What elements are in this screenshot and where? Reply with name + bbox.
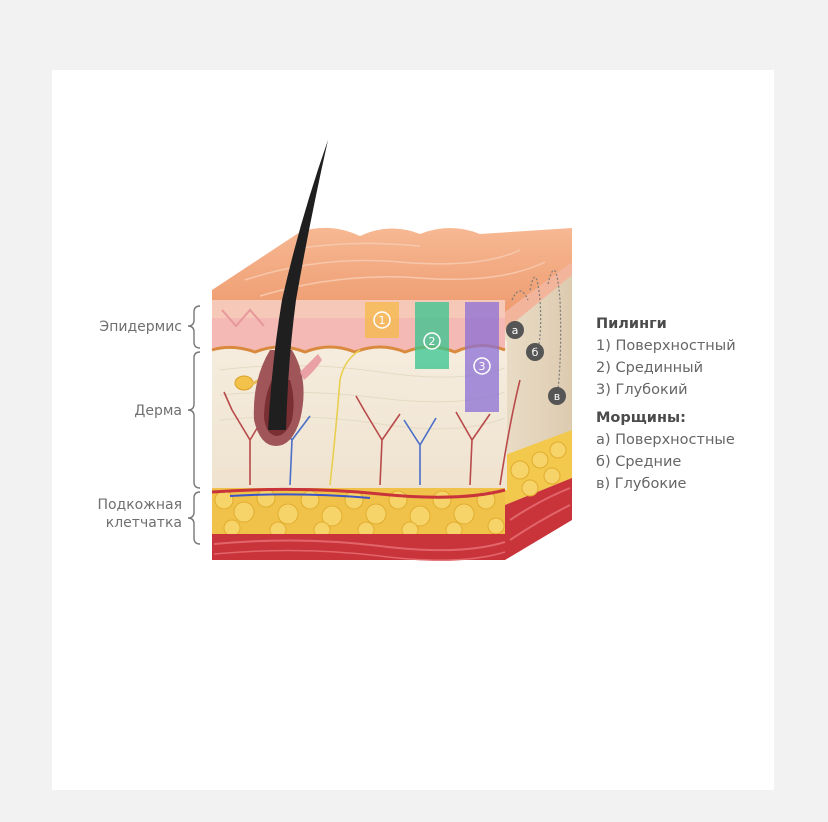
wrinkle-item-c: в) Глубокие [596,476,687,492]
peel-zone-2 [415,302,449,369]
peel-marker-1: 1 [379,314,386,327]
peel-zones: 1 2 3 [365,302,499,412]
subcutis-label-line1: Подкожная [97,497,182,513]
peel-marker-2: 2 [429,335,436,348]
wrinkle-marker-c: в [554,390,560,403]
dermis-label: Дерма [134,403,182,419]
legend: Пилинги 1) Поверхностный 2) Срединный 3)… [596,316,736,498]
peel-zone-1 [365,302,399,338]
peel-item-2: 2) Срединный [596,360,704,376]
wrinkle-item-b: б) Средние [596,454,682,470]
peels-title: Пилинги [596,316,667,332]
wrinkle-lines [511,269,562,391]
wrinkles-title: Морщины: [596,410,686,426]
peel-marker-3: 3 [479,360,486,373]
subcutis-label: Подкожная клетчатка [97,496,182,532]
fat-layer [211,441,567,539]
layer-braces [187,305,201,545]
peel-item-1: 1) Поверхностный [596,338,736,354]
wrinkle-marker-b: б [532,346,539,359]
peel-zone-3 [465,302,499,412]
wrinkle-marker-a: а [512,324,519,337]
epidermis-label: Эпидермис [99,319,182,335]
epidermis-top [212,227,572,312]
hair-follicle [253,140,328,446]
subcutis-label-line2: клетчатка [105,515,182,531]
peel-item-3: 3) Глубокий [596,382,688,398]
muscle-layer [212,534,506,561]
wrinkle-item-a: а) Поверхностные [596,432,735,448]
wrinkle-markers: а б в [506,321,566,405]
